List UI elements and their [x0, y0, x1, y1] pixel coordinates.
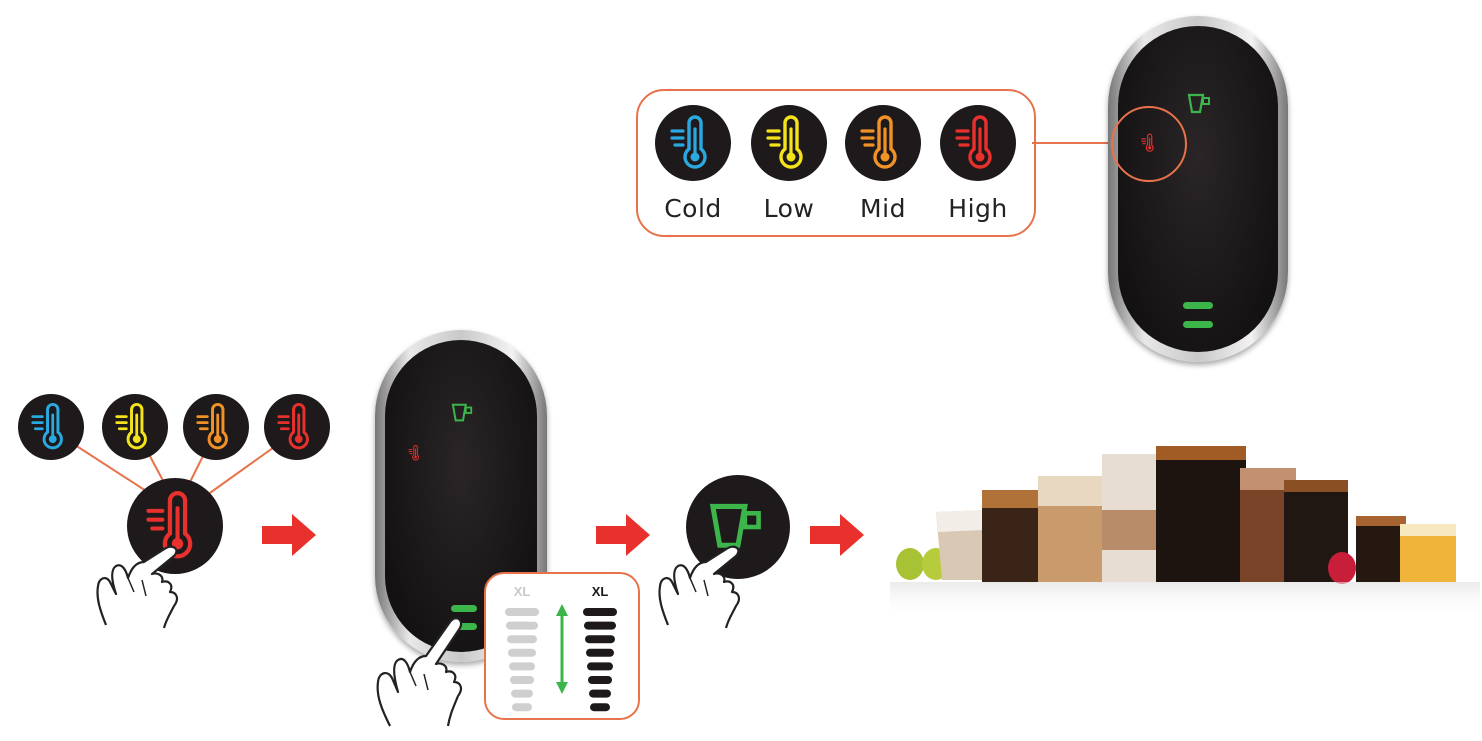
pressing-hand-icon: [376, 617, 463, 727]
size-bar-dark: [583, 608, 617, 616]
temp-option-low[interactable]: [751, 105, 827, 181]
step-arrow-3: [810, 514, 864, 556]
temperature-button-highlight: [1111, 106, 1187, 182]
temp-label-low: Low: [763, 194, 815, 223]
size-bar-light: [507, 635, 537, 644]
size-bar-light: [505, 608, 539, 616]
start-button-bar-top[interactable]: [1183, 302, 1213, 309]
size-bar-light: [512, 703, 532, 712]
temp-option-mid[interactable]: [845, 105, 921, 181]
beverage-lineup-image: [890, 446, 1480, 618]
thermometer-cold-icon: [670, 115, 707, 169]
size-bar-dark: [586, 648, 614, 657]
thermometer-cold-icon: [31, 403, 63, 450]
size-bar-dark: [585, 635, 615, 644]
thermometer-high-icon: [955, 115, 992, 169]
step1-temp-mid[interactable]: [183, 394, 249, 460]
start-button-bar-bottom[interactable]: [451, 623, 477, 630]
cup-icon: [709, 503, 761, 548]
size-label-dark: XL: [591, 584, 609, 599]
temp-option-high[interactable]: [940, 105, 1016, 181]
thermometer-mid-icon: [196, 403, 228, 450]
step-arrow-2: [596, 514, 650, 556]
thermometer-high-icon: [277, 403, 309, 450]
panel-connector-line: [1032, 142, 1120, 144]
size-bar-light: [506, 621, 538, 630]
step-arrow-1: [262, 514, 316, 556]
size-bar-dark: [587, 662, 613, 671]
start-button-bar-bottom[interactable]: [1183, 321, 1213, 328]
cup-size-bars[interactable]: [486, 574, 638, 718]
size-label-light: XL: [513, 584, 531, 599]
step1-temp-high[interactable]: [264, 394, 330, 460]
size-bar-dark: [588, 676, 612, 684]
size-bar-light: [508, 648, 536, 657]
temp-label-mid: Mid: [860, 194, 906, 223]
size-bar-dark: [584, 621, 616, 630]
size-bar-dark: [589, 689, 611, 698]
cup-size-icon[interactable]: [450, 402, 476, 424]
size-bar-dark: [590, 703, 610, 712]
machine-control-panel-bottom: [375, 330, 547, 662]
start-button-bar-top[interactable]: [451, 605, 477, 612]
temp-label-high: High: [948, 194, 1008, 223]
pressing-hand-icon: [658, 545, 741, 629]
step1-temp-cold[interactable]: [18, 394, 84, 460]
step1-temp-low[interactable]: [102, 394, 168, 460]
thermometer-low-icon: [115, 403, 147, 450]
temperature-button-icon[interactable]: [404, 440, 426, 466]
cup-size-selector-panel: XL XL: [484, 572, 640, 720]
thermometer-mid-icon: [860, 115, 897, 169]
temp-option-cold[interactable]: [655, 105, 731, 181]
pressing-hand-icon: [96, 545, 179, 629]
size-bar-light: [511, 689, 533, 698]
size-bar-light: [509, 662, 535, 671]
cup-size-icon[interactable]: [1186, 92, 1214, 116]
machine-panel-face: [1118, 26, 1278, 352]
size-bar-light: [510, 676, 534, 684]
temp-label-cold: Cold: [664, 194, 722, 223]
thermometer-low-icon: [766, 115, 803, 169]
machine-control-panel-top: [1108, 16, 1288, 362]
